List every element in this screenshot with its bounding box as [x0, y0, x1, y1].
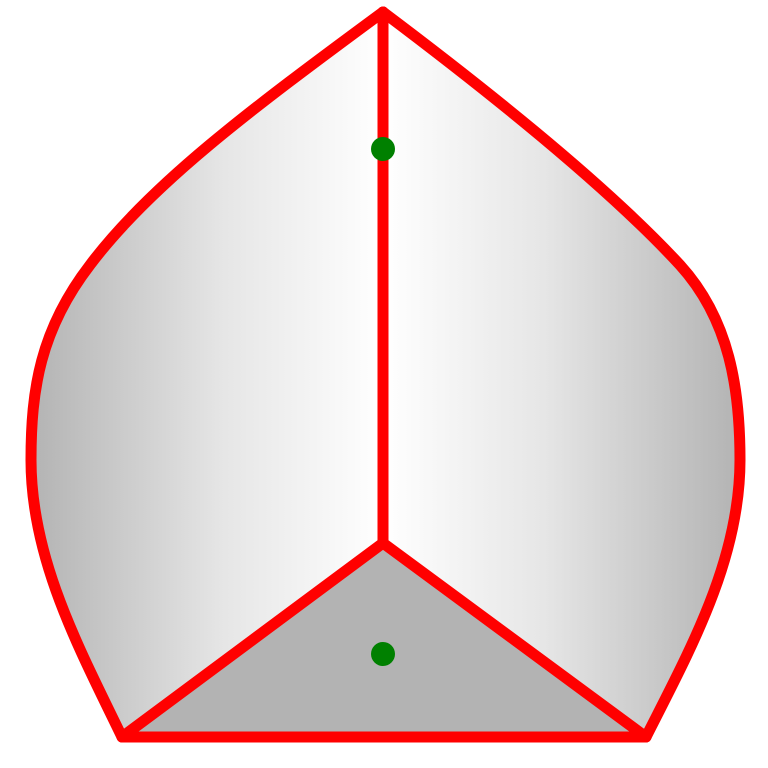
right-curved-face: [383, 12, 740, 737]
left-curved-face: [31, 12, 383, 737]
base-triangle-edges: [116, 537, 652, 743]
outer-right-edge: [377, 6, 746, 743]
outer-left-edge: [25, 6, 389, 743]
lower-point: [371, 642, 395, 666]
upper-point: [371, 137, 395, 161]
base-triangle-face: [122, 543, 646, 737]
